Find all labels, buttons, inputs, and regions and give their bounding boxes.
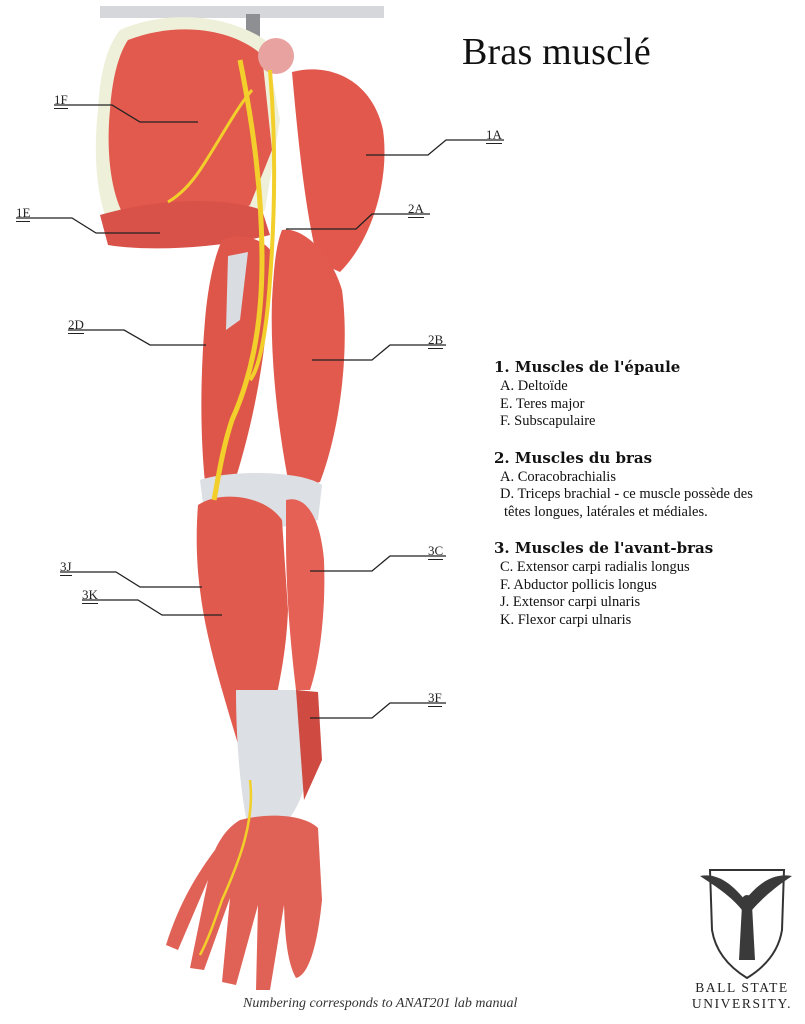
- forearm-tendons: [236, 690, 310, 828]
- label-3C: 3C: [428, 543, 444, 560]
- footnote: Numbering corresponds to ANAT201 lab man…: [243, 996, 518, 1011]
- subscapularis-muscle: [108, 29, 272, 228]
- university-wordmark: BALL STATE UNIVERSITY.: [686, 980, 798, 1012]
- brachial-nerve: [211, 59, 265, 501]
- muscle-legend: 1. Muscles de l'épaule A. Deltoïde E. Te…: [494, 358, 799, 647]
- legend-item: C. Extensor carpi radialis longus: [500, 559, 690, 575]
- wordmark-line1: BALL STATE: [695, 980, 789, 995]
- label-1E: 1E: [16, 205, 31, 222]
- legend-item: F. Abductor pollicis longus: [500, 576, 657, 593]
- legend-group-forearm: 3. Muscles de l'avant-bras C. Extensor c…: [494, 539, 799, 629]
- legend-item: J. Extensor carpi ulnaris: [500, 594, 641, 610]
- page-title: Bras musclé: [462, 31, 651, 73]
- humeral-head: [258, 38, 294, 74]
- label-2A: 2A: [408, 201, 424, 218]
- teres-major-muscle: [100, 200, 270, 249]
- label-1F: 1F: [54, 92, 68, 109]
- legend-heading-forearm: 3. Muscles de l'avant-bras: [494, 539, 714, 557]
- wordmark-line2: UNIVERSITY.: [691, 996, 793, 1011]
- label-2D: 2D: [68, 317, 84, 334]
- leader-3F: [310, 702, 446, 719]
- leader-1A: [366, 139, 504, 156]
- legend-heading-arm: 2. Muscles du bras: [494, 448, 653, 467]
- legend-item: têtes longues, latérales et médiales.: [504, 503, 708, 520]
- legend-item: D. Triceps brachial - ce muscle possède …: [500, 486, 753, 502]
- leader-3K: [82, 599, 222, 616]
- label-3K: 3K: [82, 587, 98, 604]
- deltoid-muscle: [292, 69, 385, 272]
- legend-group-arm: 2. Muscles du bras A. Coracobrachialis D…: [494, 449, 799, 522]
- leader-1E: [16, 217, 160, 234]
- leader-1F: [54, 104, 198, 123]
- legend-item: K. Flexor carpi ulnaris: [500, 611, 632, 628]
- label-3F: 3F: [428, 690, 442, 707]
- leader-lines: [16, 104, 504, 719]
- biceps-muscle: [271, 229, 345, 490]
- humerus-tendon: [226, 252, 248, 330]
- hand-nerve: [198, 779, 253, 956]
- legend-group-shoulder: 1. Muscles de l'épaule A. Deltoïde E. Te…: [494, 358, 799, 431]
- leader-2B: [312, 344, 446, 361]
- axillary-nerve: [167, 89, 254, 204]
- leader-2A: [286, 213, 430, 230]
- median-nerve: [248, 69, 277, 382]
- triceps-muscle: [201, 236, 272, 492]
- legend-item: E. Teres major: [500, 395, 585, 412]
- forearm-extensor-group: [196, 496, 288, 744]
- leader-2D: [68, 329, 206, 346]
- winged-statue-seal-icon: [700, 869, 792, 980]
- leader-3J: [60, 571, 202, 588]
- label-3J: 3J: [60, 559, 72, 576]
- label-2B: 2B: [428, 332, 444, 349]
- legend-heading-shoulder: 1. Muscles de l'épaule: [494, 358, 681, 376]
- leader-3C: [310, 555, 446, 572]
- legend-item: A. Coracobrachialis: [500, 468, 616, 485]
- legend-item: F. Subscapulaire: [500, 413, 596, 429]
- mount-bar: [100, 6, 384, 18]
- extensor-carpi-radialis-muscle: [286, 499, 325, 690]
- legend-item: A. Deltoïde: [500, 378, 568, 394]
- label-1A: 1A: [486, 127, 502, 144]
